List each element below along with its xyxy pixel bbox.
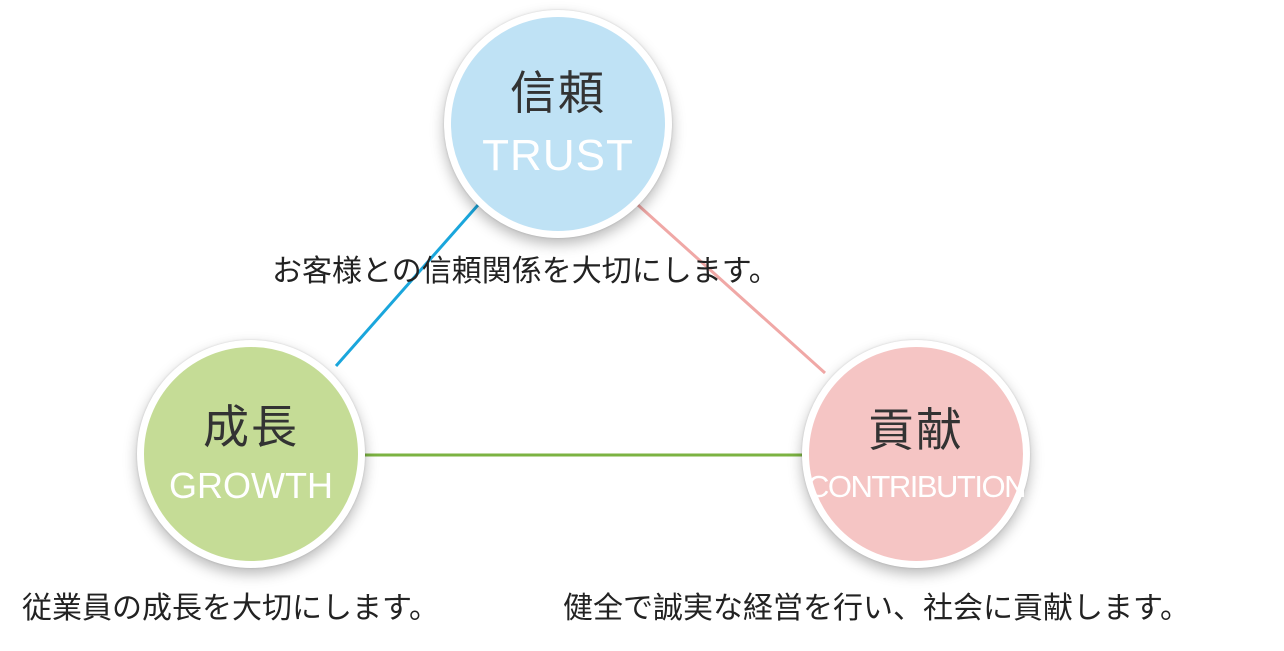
growth-circle: 成長 GROWTH	[137, 340, 365, 568]
line-trust-growth	[334, 204, 480, 367]
growth-title-jp: 成長	[203, 400, 299, 454]
contribution-title-en: CONTRIBUTION	[807, 468, 1026, 504]
trust-title-jp: 信頼	[510, 66, 606, 120]
trust-circle: 信頼 TRUST	[444, 10, 672, 238]
contribution-caption: 健全で誠実な経営を行い、社会に貢献します。	[563, 591, 1190, 626]
trust-caption: お客様との信頼関係を大切にします。	[272, 254, 779, 289]
growth-title-en: GROWTH	[169, 465, 333, 506]
growth-caption: 従業員の成長を大切にします。	[22, 591, 439, 626]
trust-title-en: TRUST	[482, 131, 634, 180]
contribution-title-jp: 貢献	[868, 402, 964, 457]
contribution-circle: 貢献 CONTRIBUTION	[802, 340, 1030, 568]
line-trust-contribution	[636, 203, 827, 375]
